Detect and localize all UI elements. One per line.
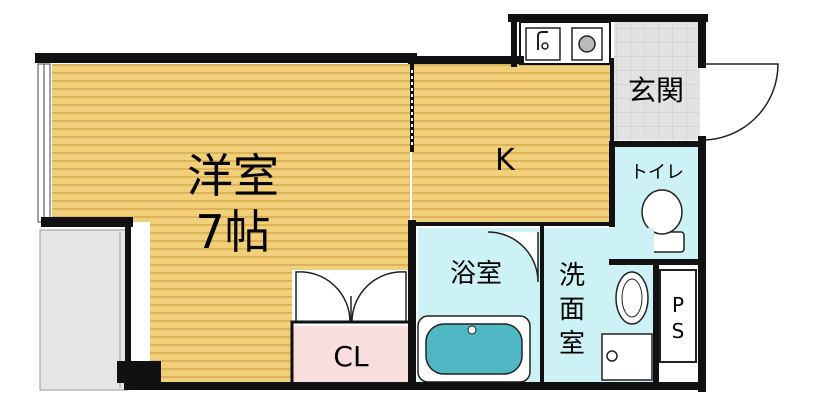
bathroom-door-swing [487,231,539,283]
closet-floor [292,326,410,386]
western-room-size: 7帖 [195,205,270,259]
closet-label: CL [333,340,369,373]
drain-icon [541,42,549,50]
washroom-label-3: 室 [559,329,585,359]
pipe-space-label-p: P [672,293,684,317]
washing-machine-drain [606,350,618,362]
entrance-door-swing [701,63,779,141]
washbasin-icon [615,271,649,325]
entrance-floor [614,22,700,140]
pipe-space-label-s: S [672,319,685,343]
bathtub-water [425,323,523,375]
entrance-label: 玄関 [628,74,684,107]
burner-icon [578,35,596,53]
closet-door-left [295,271,351,323]
washroom-label-1: 洗 [559,261,585,291]
bath-faucet-icon [467,325,477,335]
washbasin-inner [621,278,643,318]
washroom-label-2: 面 [559,295,585,325]
kitchen-floor [412,64,612,222]
faucet-icon [537,31,548,50]
toilet-label: トイレ [630,162,684,183]
pipe-space-box [659,269,697,363]
balcony [39,229,129,391]
bathroom-label: 浴室 [450,259,502,289]
closet-door-right [351,271,407,323]
western-room-label: 洋室 [187,149,279,203]
toilet-bowl-icon [641,189,683,235]
kitchen-label: K [495,143,516,178]
